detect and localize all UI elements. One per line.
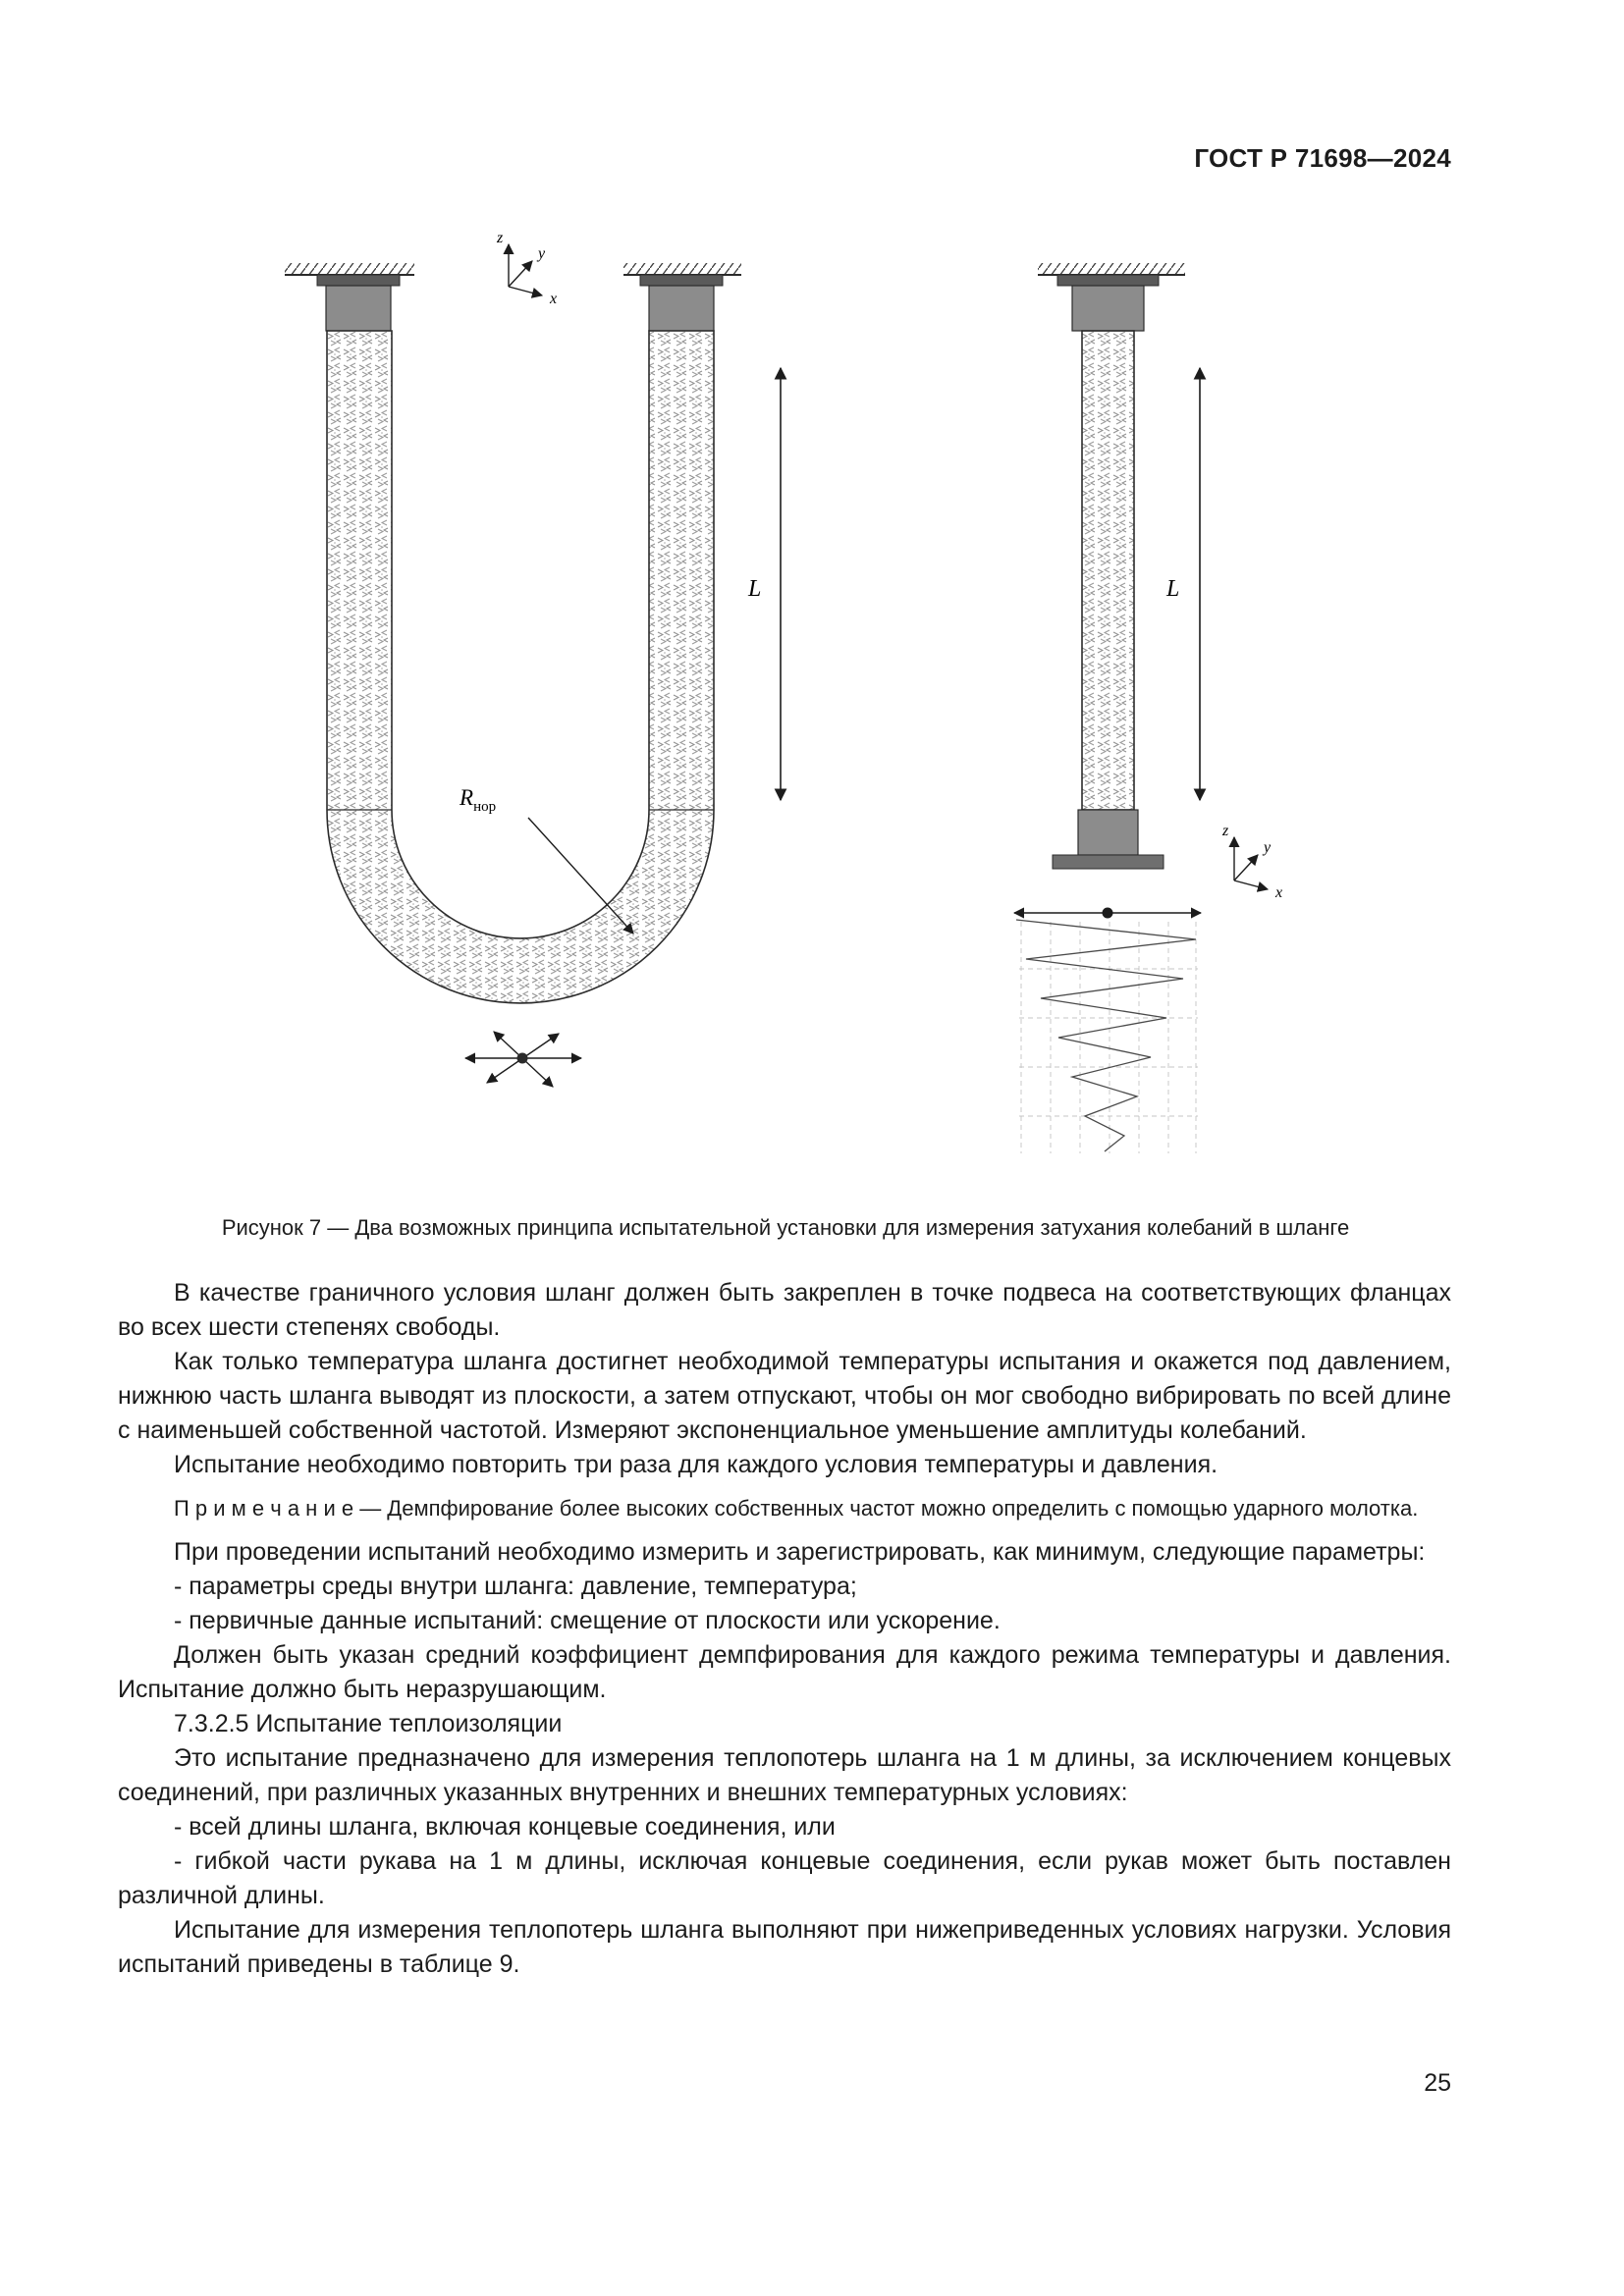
paragraph: При проведении испытаний необходимо изме… [174,1538,1426,1566]
paragraph: - гибкой части рукава на 1 м длины, искл… [118,1847,1451,1909]
axes-triad-bottom [1228,835,1270,892]
paragraph: Должен быть указан средний коэффициент д… [118,1641,1451,1703]
doc-number-header: ГОСТ Р 71698—2024 [1194,143,1451,173]
list-item: - всей длины шланга, включая концевые со… [174,1813,836,1841]
list-item: - первичные данные испытаний: смещение о… [174,1607,1001,1634]
paragraph: Испытание для измерения теплопотерь шлан… [118,1916,1451,1978]
bend-radius-label: Rнор [459,785,496,815]
excitation-point [516,1052,528,1064]
damped-oscillation-trace [1015,919,1197,1152]
straight-hose-setup: L z y x [1012,263,1282,1153]
axis-y-label: y [536,245,546,262]
figure-7: z y x L Rнор [137,221,1473,1188]
paragraph: В качестве граничного условия шланг долж… [118,1279,1451,1341]
axis-x-label-2: x [1274,884,1282,901]
u-hose-setup: z y x L Rнор [285,230,787,1088]
axes-triad-top [503,242,544,298]
ceiling-mount-right [623,263,741,332]
list-item: - параметры среды внутри шланга: давлени… [174,1573,857,1600]
axis-z-label: z [496,230,504,246]
oscillation-sketch [1012,907,1203,1153]
dimension-L-left-label: L [747,576,761,602]
bend-radius-arrow [527,817,634,934]
page-number: 25 [1424,2069,1451,2097]
note-paragraph: П р и м е ч а н и е — Демпфирование боле… [174,1496,1419,1521]
ceiling-mount-straight [1038,263,1185,332]
paragraph: Испытание необходимо повторить три раза … [174,1451,1218,1478]
figure-7-caption: Рисунок 7 — Два возможных принципа испыт… [221,1215,1350,1240]
figure-7-drawing: z y x L Rнор [285,230,1282,1153]
ceiling-mount-left [285,263,414,332]
body-text: В качестве граничного условия шланг долж… [118,1276,1451,1982]
dimension-L-right-label: L [1165,576,1179,602]
paragraph: Это испытание предназначено для измерени… [118,1744,1451,1806]
straight-hose-body [1081,330,1135,811]
bottom-flange [1052,809,1164,870]
axis-y-label-2: y [1262,839,1272,856]
axis-z-label-2: z [1221,823,1229,839]
u-hose-body [326,330,715,1004]
paragraph: Как только температура шланга достигнет … [118,1348,1451,1444]
axis-x-label: x [549,291,557,307]
section-heading: 7.3.2.5 Испытание теплоизоляции [174,1710,563,1737]
